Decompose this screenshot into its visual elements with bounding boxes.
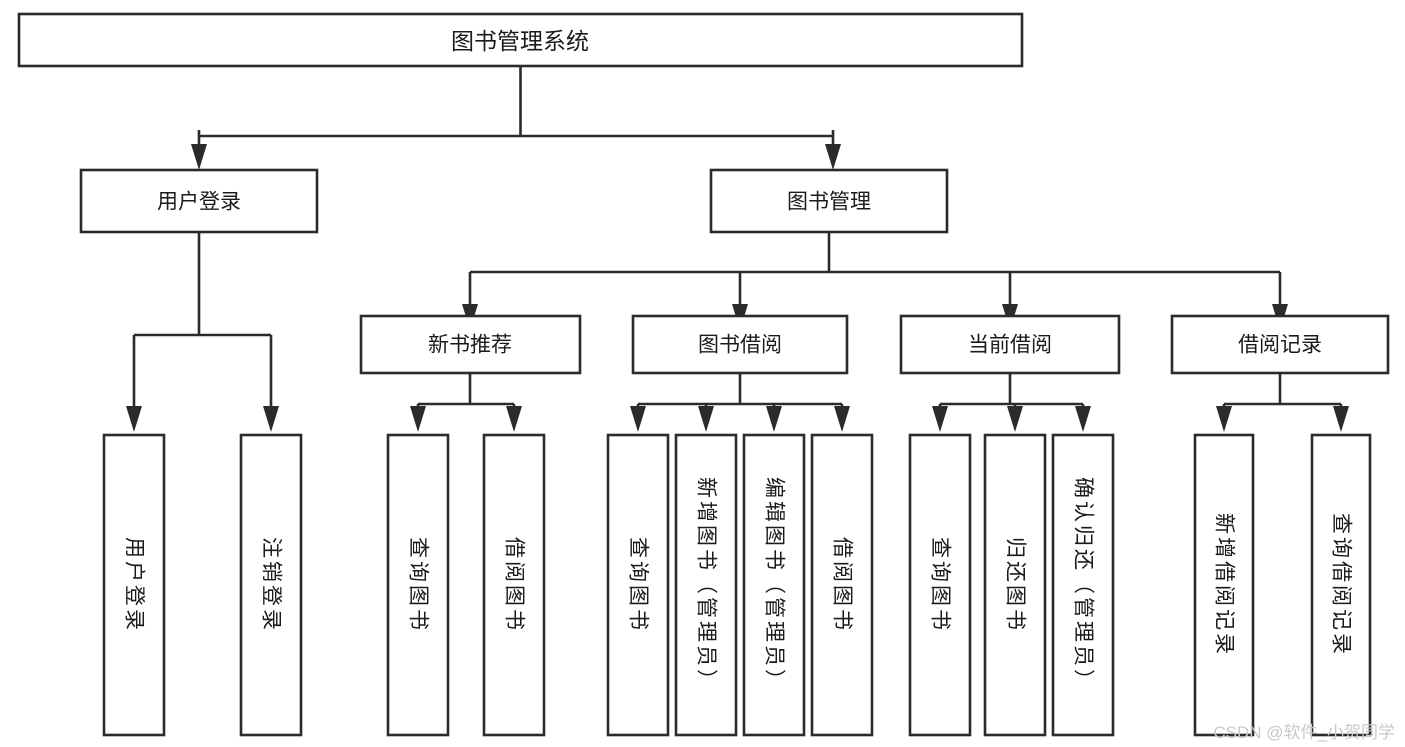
- arrow-icon: [191, 144, 207, 170]
- leaf-add-borrow-record[interactable]: 新增借阅记录: [1193, 433, 1255, 737]
- node-book-manage-box[interactable]: [709, 168, 949, 234]
- arrow-icon: [766, 406, 782, 432]
- arrow-icon: [263, 406, 279, 432]
- arrow-icon: [1216, 406, 1232, 432]
- leaf-user-logout[interactable]: 注销登录: [239, 433, 303, 737]
- arrow-icon: [630, 406, 646, 432]
- leaf-borrow-book-1-label: 借阅图书: [503, 537, 526, 633]
- arrow-icon: [506, 406, 522, 432]
- arrow-icon: [932, 406, 948, 432]
- leaf-confirm-return[interactable]: 确认归还（管理员）: [1051, 433, 1115, 737]
- node-borrow-record-box[interactable]: [1170, 314, 1390, 375]
- arrow-icon: [834, 406, 850, 432]
- node-book-borrow[interactable]: 图书借阅: [631, 314, 849, 375]
- leaf-borrow-book-1[interactable]: 借阅图书: [482, 433, 546, 737]
- node-root[interactable]: 图书管理系统: [17, 12, 1024, 68]
- arrow-icon: [1007, 406, 1023, 432]
- node-book-manage[interactable]: 图书管理: [709, 168, 949, 234]
- leaf-query-borrow-record-box[interactable]: [1310, 433, 1372, 737]
- node-current-borrow[interactable]: 当前借阅: [899, 314, 1121, 375]
- node-book-borrow-box[interactable]: [631, 314, 849, 375]
- leaf-user-login-label: 用户登录: [123, 537, 146, 633]
- leaf-user-login[interactable]: 用户登录: [102, 433, 166, 737]
- node-user-login[interactable]: 用户登录: [79, 168, 319, 234]
- leaf-user-logout-box[interactable]: [239, 433, 303, 737]
- leaf-add-book-box[interactable]: [674, 433, 738, 737]
- node-new-book-recommend-label: 新书推荐: [428, 334, 512, 357]
- leaf-add-book[interactable]: 新增图书（管理员）: [674, 433, 738, 737]
- node-new-book-recommend[interactable]: 新书推荐: [359, 314, 582, 375]
- leaf-return-book[interactable]: 归还图书: [983, 433, 1047, 737]
- leaf-borrow-book-2[interactable]: 借阅图书: [810, 433, 874, 737]
- node-root-label: 图书管理系统: [451, 28, 589, 54]
- arrow-icon: [410, 406, 426, 432]
- leaf-confirm-return-label: 确认归还（管理员）: [1072, 477, 1095, 693]
- node-current-borrow-label: 当前借阅: [968, 334, 1052, 357]
- leaf-query-book-3[interactable]: 查询图书: [908, 433, 972, 737]
- node-user-login-box[interactable]: [79, 168, 319, 234]
- arrow-icon: [825, 144, 841, 170]
- leaf-query-borrow-record[interactable]: 查询借阅记录: [1310, 433, 1372, 737]
- leaf-user-logout-label: 注销登录: [260, 537, 283, 633]
- node-book-manage-label: 图书管理: [787, 191, 871, 214]
- node-borrow-record-label: 借阅记录: [1238, 334, 1322, 357]
- leaf-query-borrow-record-label: 查询借阅记录: [1330, 513, 1353, 657]
- leaf-edit-book-label: 编辑图书（管理员）: [763, 477, 786, 693]
- node-current-borrow-box[interactable]: [899, 314, 1121, 375]
- leaf-edit-book[interactable]: 编辑图书（管理员）: [742, 433, 806, 737]
- leaf-confirm-return-box[interactable]: [1051, 433, 1115, 737]
- node-user-login-label: 用户登录: [157, 191, 241, 214]
- leaf-return-book-label: 归还图书: [1004, 537, 1027, 633]
- node-borrow-record[interactable]: 借阅记录: [1170, 314, 1390, 375]
- leaf-query-book-3-label: 查询图书: [929, 537, 952, 633]
- leaf-borrow-book-1-box[interactable]: [482, 433, 546, 737]
- leaf-borrow-book-2-box[interactable]: [810, 433, 874, 737]
- leaf-add-borrow-record-box[interactable]: [1193, 433, 1255, 737]
- leaf-query-book-2-label: 查询图书: [627, 537, 650, 633]
- connectors: [126, 66, 1349, 432]
- arrow-icon: [698, 406, 714, 432]
- leaf-query-book-2-box[interactable]: [606, 433, 670, 737]
- leaf-query-book-3-box[interactable]: [908, 433, 972, 737]
- node-new-book-recommend-box[interactable]: [359, 314, 582, 375]
- leaf-query-book-2[interactable]: 查询图书: [606, 433, 670, 737]
- node-root-box[interactable]: [17, 12, 1024, 68]
- arrow-icon: [1075, 406, 1091, 432]
- leaf-edit-book-box[interactable]: [742, 433, 806, 737]
- leaf-return-book-box[interactable]: [983, 433, 1047, 737]
- leaf-query-book-1-box[interactable]: [386, 433, 450, 737]
- leaf-query-book-1[interactable]: 查询图书: [386, 433, 450, 737]
- leaf-add-book-label: 新增图书（管理员）: [695, 477, 718, 693]
- leaf-user-login-box[interactable]: [102, 433, 166, 737]
- leaf-add-borrow-record-label: 新增借阅记录: [1213, 513, 1236, 657]
- arrow-icon: [126, 406, 142, 432]
- arrow-icon: [1333, 406, 1349, 432]
- leaf-query-book-1-label: 查询图书: [407, 537, 430, 633]
- leaf-borrow-book-2-label: 借阅图书: [831, 537, 854, 633]
- node-book-borrow-label: 图书借阅: [698, 334, 782, 357]
